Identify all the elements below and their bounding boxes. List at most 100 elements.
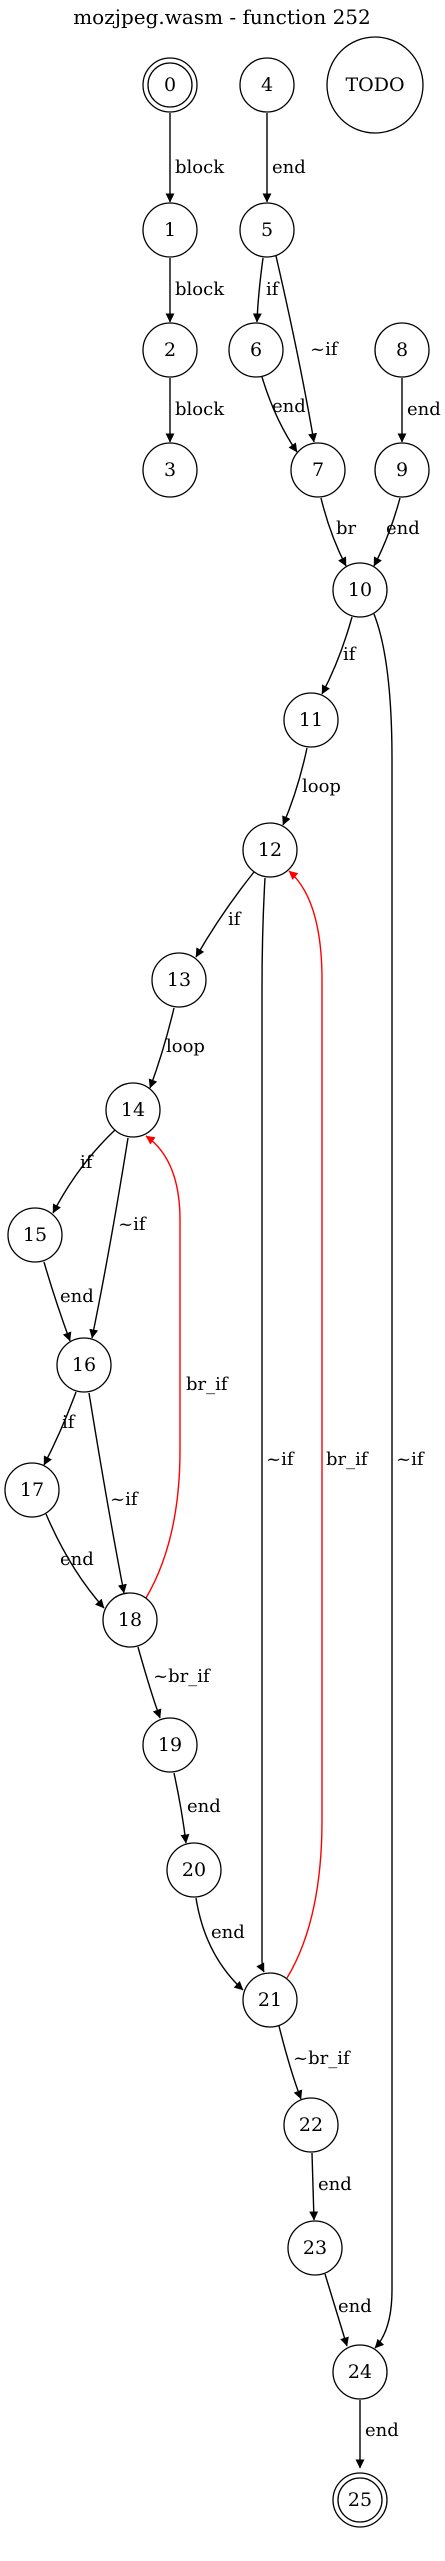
node-circle-11 [283,692,339,748]
edge-15-to-16 [43,1261,72,1342]
edge-23-to-24 [324,2273,349,2347]
edge-label-17-to-18: end [60,1549,94,1570]
edge-18-to-14 [145,1135,181,1599]
edge-12-to-21 [256,877,266,1973]
node-11: 11 [283,692,339,748]
node-TODO: TODO [326,36,424,134]
node-label-9: 9 [396,459,408,481]
node-9: 9 [374,442,430,498]
node-circle-10 [332,562,388,618]
node-inner-circle-0 [147,62,193,108]
node-circle-12 [242,822,298,878]
node-circle-17 [4,1462,60,1518]
node-circle-20 [166,1842,222,1898]
edge-label-1-to-2: block [175,279,225,300]
node-21: 21 [242,1972,298,2028]
node-label-1: 1 [164,219,176,241]
edge-label-18-to-14: br_if [186,1374,229,1395]
node-circle-6 [228,322,284,378]
node-circle-5 [239,202,295,258]
edge-13-to-14 [148,1007,175,1089]
edge-label-9-to-10: end [386,518,420,539]
node-label-8: 8 [396,339,408,361]
node-4: 4 [239,57,295,113]
edge-11-to-12 [282,747,308,826]
node-label-2: 2 [164,339,176,361]
node-label-7: 7 [312,459,324,481]
node-label-21: 21 [258,1989,282,2011]
edge-label-22-to-23: end [318,2174,352,2195]
node-circle-2 [142,322,198,378]
edge-label-21-to-22: ~br_if [293,2048,351,2069]
node-label-16: 16 [72,1354,96,1376]
node-15: 15 [7,1207,63,1263]
edge-label-6-to-7: end [272,396,306,417]
node-label-TODO: TODO [345,74,404,96]
node-circle-24 [332,2344,388,2400]
edge-16-to-18 [88,1392,127,1594]
node-20: 20 [166,1842,222,1898]
nodes-layer: 0123456789101112131415161718192021222324… [4,36,430,2528]
node-14: 14 [105,1082,161,1138]
node-label-25: 25 [348,2489,372,2511]
node-19: 19 [142,1717,198,1773]
node-label-17: 17 [20,1479,44,1501]
edge-label-4-to-5: end [272,157,306,178]
node-circle-15 [7,1207,63,1263]
node-circle-7 [290,442,346,498]
edge-21-to-12 [286,870,323,1979]
node-label-11: 11 [299,709,323,731]
edge-21-to-22 [278,2025,303,2100]
node-22: 22 [283,2097,339,2153]
node-label-13: 13 [167,969,191,991]
node-label-0: 0 [164,74,176,96]
edge-label-8-to-9: end [407,399,441,420]
edge-7-to-10 [320,497,347,567]
edge-label-0-to-1: block [175,157,225,178]
edge-label-16-to-17: if [62,1412,76,1433]
edge-label-13-to-14: loop [166,1036,205,1057]
edge-19-to-20 [173,1772,190,1844]
node-circle-19 [142,1717,198,1773]
edge-label-12-to-13: if [228,909,242,930]
node-inner-circle-25 [337,2477,383,2523]
graph-title: mozjpeg.wasm - function 252 [73,5,371,29]
node-circle-TODO [326,36,424,134]
node-circle-1 [142,202,198,258]
node-5: 5 [239,202,295,258]
node-circle-21 [242,1972,298,2028]
edge-label-14-to-15: if [80,1152,94,1173]
edge-label-23-to-24: end [338,2296,372,2317]
node-circle-3 [142,442,198,498]
edge-label-2-to-3: block [175,399,225,420]
node-label-10: 10 [348,579,372,601]
edge-14-to-15 [52,1129,116,1214]
edge-label-5-to-6: if [266,279,280,300]
edge-14-to-16 [89,1137,129,1339]
node-circle-9 [374,442,430,498]
edge-label-18-to-19: ~br_if [153,1666,211,1687]
edge-label-10-to-24: ~if [396,1449,425,1470]
node-16: 16 [56,1337,112,1393]
node-label-18: 18 [118,1609,142,1631]
edge-6-to-7 [261,376,298,453]
node-17: 17 [4,1462,60,1518]
node-2: 2 [142,322,198,378]
edge-label-24-to-25: end [365,2420,399,2441]
edge-22-to-23 [309,2152,319,2221]
edge-label-21-to-12: br_if [326,1449,369,1470]
edge-label-15-to-16: end [60,1286,94,1307]
edge-label-12-to-21: ~if [266,1449,295,1470]
node-circle-8 [374,322,430,378]
node-label-19: 19 [158,1734,182,1756]
node-label-22: 22 [299,2114,323,2136]
node-label-4: 4 [261,74,273,96]
node-circle-22 [283,2097,339,2153]
edge-17-to-18 [45,1513,105,1609]
node-label-20: 20 [182,1859,206,1881]
node-12: 12 [242,822,298,878]
edge-label-16-to-18: ~if [110,1489,139,1510]
node-label-5: 5 [261,219,273,241]
